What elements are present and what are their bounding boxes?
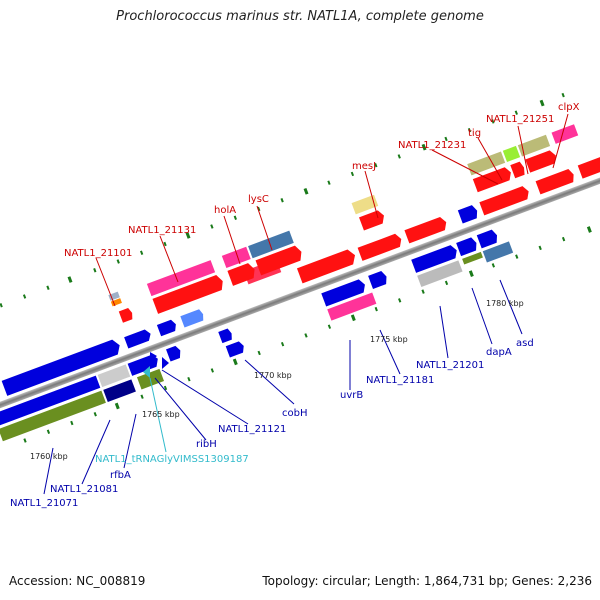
gene-arrow[interactable]: [472, 166, 513, 193]
gene-arrow[interactable]: [368, 270, 389, 290]
gene-label[interactable]: cobH: [282, 408, 307, 419]
accession-text: Accession: NC_008819: [9, 574, 146, 588]
gene-arrow[interactable]: [152, 274, 225, 314]
gene-arrow[interactable]: [359, 209, 386, 231]
tick-marks-bottom: [23, 226, 592, 443]
gene-arrow[interactable]: [156, 319, 178, 337]
tick-marks-top: [0, 92, 565, 308]
gene-label[interactable]: NATL1_21081: [50, 484, 118, 495]
track-group: [0, 92, 600, 447]
gene-arrow[interactable]: [456, 236, 479, 257]
gene-arrow[interactable]: [357, 232, 404, 261]
gene-label[interactable]: NATL1_21181: [366, 375, 434, 386]
gene-label[interactable]: NATL1_21201: [416, 360, 484, 371]
gene-arrow[interactable]: [577, 145, 600, 179]
gene-box[interactable]: [0, 375, 101, 430]
genome-summary-text: Topology: circular; Length: 1,864,731 bp…: [262, 574, 592, 588]
gene-label[interactable]: mesJ: [352, 161, 376, 172]
gene-arrow[interactable]: [510, 161, 526, 179]
gene-box[interactable]: [146, 260, 216, 297]
gene-arrow[interactable]: [525, 149, 558, 173]
gene-arrow[interactable]: [124, 328, 153, 349]
gene-row-upper[interactable]: [108, 120, 585, 327]
ruler-label: 1775 kbp: [370, 335, 408, 344]
gene-label[interactable]: tig: [468, 128, 481, 139]
gene-arrow[interactable]: [118, 307, 134, 323]
gene-box[interactable]: [0, 390, 106, 442]
gene-label[interactable]: holA: [214, 205, 236, 216]
gene-box[interactable]: [97, 364, 131, 388]
ruler-label: 1760 kbp: [30, 452, 68, 461]
gene-row-forward[interactable]: [0, 128, 600, 396]
gene-arrow[interactable]: [218, 328, 233, 344]
gene-label[interactable]: NATL1_21121: [218, 424, 286, 435]
gene-arrow[interactable]: [296, 248, 358, 284]
gene-box[interactable]: [462, 251, 483, 265]
gene-box[interactable]: [467, 151, 506, 176]
gene-arrow[interactable]: [225, 340, 246, 358]
gene-arrow[interactable]: [476, 229, 500, 249]
gene-label[interactable]: ribH: [196, 439, 217, 450]
gene-arrow[interactable]: [321, 278, 367, 307]
gene-arrow[interactable]: [1, 338, 123, 396]
gene-box[interactable]: [502, 145, 521, 163]
gene-label[interactable]: dapA: [486, 347, 512, 358]
gene-box[interactable]: [103, 379, 136, 403]
gene-label[interactable]: NATL1_21101: [64, 248, 132, 259]
gene-arrow[interactable]: [404, 216, 448, 244]
gene-label[interactable]: uvrB: [340, 390, 363, 401]
gene-arrow[interactable]: [255, 244, 305, 276]
gene-marker[interactable]: [150, 352, 157, 362]
gene-row-lower[interactable]: [0, 224, 514, 447]
leader-lines-below: [43, 279, 523, 495]
gene-label[interactable]: NATL1_tRNAGlyVIMSS1309187: [95, 454, 249, 465]
gene-marker[interactable]: [162, 357, 169, 369]
gene-box[interactable]: [110, 298, 122, 307]
gene-box[interactable]: [221, 246, 251, 269]
gene-arrow[interactable]: [479, 185, 531, 216]
gene-arrow[interactable]: [411, 244, 459, 273]
gene-arrow[interactable]: [166, 345, 183, 362]
gene-label[interactable]: lysC: [248, 194, 269, 205]
gene-label[interactable]: NATL1_21251: [486, 114, 554, 125]
gene-box[interactable]: [248, 230, 294, 259]
gene-arrow[interactable]: [227, 262, 257, 286]
gene-box[interactable]: [417, 260, 463, 287]
leader-line-trna: [149, 377, 167, 453]
ruler-label: 1765 kbp: [142, 410, 180, 419]
gene-box[interactable]: [482, 241, 514, 263]
trna-marker[interactable]: [143, 366, 150, 378]
ruler-label: 1780 kbp: [486, 299, 524, 308]
gene-arrow[interactable]: [535, 168, 576, 195]
gene-label[interactable]: clpX: [558, 102, 580, 113]
gene-label[interactable]: NATL1_21071: [10, 498, 78, 509]
gene-box[interactable]: [327, 292, 377, 321]
gene-label[interactable]: asd: [516, 338, 534, 349]
gene-box[interactable]: [551, 124, 579, 144]
gene-box[interactable]: [517, 134, 551, 157]
ruler-label: 1770 kbp: [254, 371, 292, 380]
gene-arrow[interactable]: [457, 204, 480, 224]
leader-lines-above: [95, 113, 569, 307]
gene-box[interactable]: [351, 194, 379, 215]
gene-label[interactable]: rfbA: [110, 470, 131, 481]
genome-backbone: [0, 143, 600, 429]
gene-label[interactable]: NATL1_21131: [128, 225, 196, 236]
gene-label[interactable]: NATL1_21231: [398, 140, 466, 151]
gene-arrow[interactable]: [180, 309, 205, 328]
page-title: Prochlorococcus marinus str. NATL1A, com…: [116, 9, 484, 24]
gene-box[interactable]: [108, 291, 120, 301]
